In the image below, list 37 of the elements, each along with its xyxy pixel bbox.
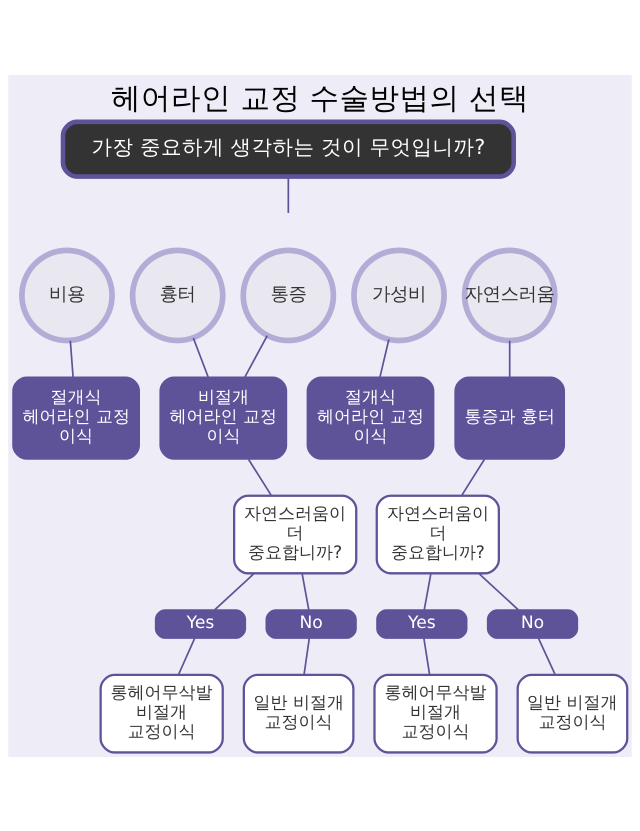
node-box: 롱헤어무삭발 비절개 교정이식	[373, 673, 498, 754]
node-box: 자연스러움이 더 중요합니까?	[376, 494, 500, 574]
node-box: Yes	[154, 608, 246, 638]
node-box: No	[266, 608, 357, 638]
diagram-title: 헤어라인 교정 수술방법의 선택	[110, 79, 530, 114]
connector	[178, 638, 196, 674]
connector	[538, 638, 556, 674]
node-box: 자연스러움이 더 중요합니까?	[233, 494, 358, 574]
node-box: 일반 비절개 교정이식	[516, 673, 628, 754]
connector	[69, 340, 74, 376]
connector	[244, 334, 268, 377]
connector	[214, 572, 254, 610]
node-box: 일반 비절개 교정이식	[242, 673, 355, 754]
node-box: 롱헤어무삭발 비절개 교정이식	[100, 673, 224, 754]
node-box: 통증과 흉터	[454, 376, 566, 460]
node-circle: 자연스러움	[462, 247, 558, 343]
connector	[423, 573, 432, 610]
node-box: 가장 중요하게 생각하는 것이 무엇입니까?	[60, 119, 516, 178]
connector	[303, 638, 310, 674]
node-circle: 흉터	[130, 247, 226, 343]
connector	[478, 572, 519, 610]
connector	[287, 176, 290, 212]
node-box: 절개식 헤어라인 교정 이식	[306, 376, 434, 460]
connector	[192, 337, 209, 376]
node-circle: 통증	[240, 247, 336, 343]
node-box: No	[486, 608, 578, 638]
connector	[248, 458, 272, 496]
node-box: Yes	[376, 608, 468, 638]
node-circle: 가성비	[351, 247, 447, 343]
connector	[379, 338, 390, 376]
node-box: 절개식 헤어라인 교정 이식	[12, 376, 140, 460]
connector	[461, 458, 486, 496]
connector	[423, 638, 430, 674]
node-box: 비절개 헤어라인 교정 이식	[159, 376, 288, 460]
connector	[508, 340, 511, 376]
connector	[301, 573, 310, 610]
node-circle: 비용	[19, 247, 115, 343]
